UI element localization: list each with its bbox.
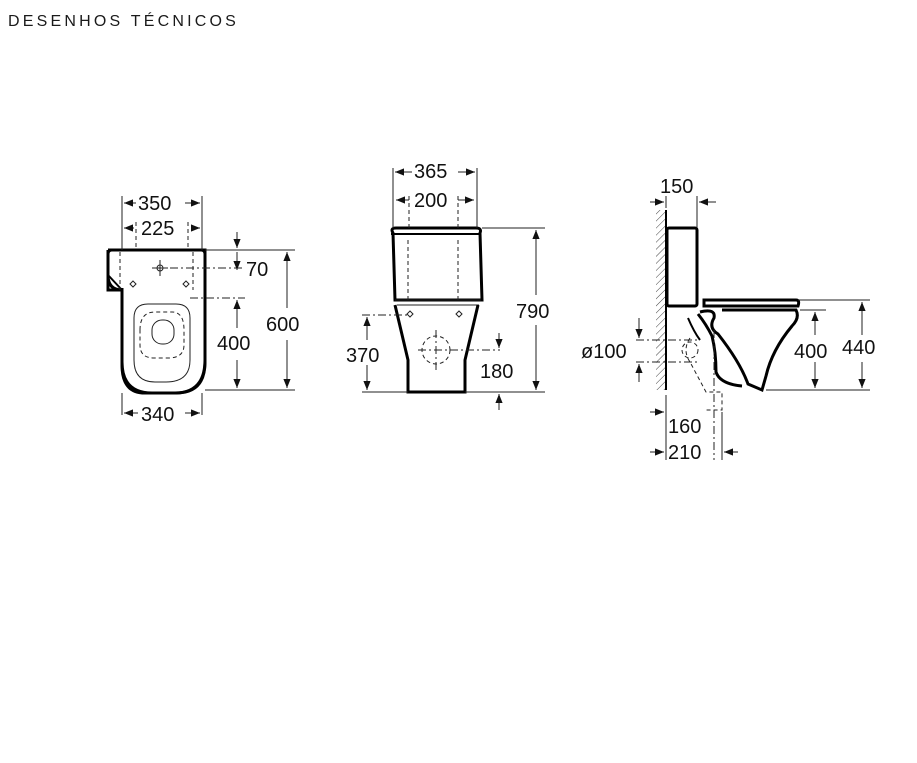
wall-hatch [656,210,666,390]
dim-depth: 600 [266,314,299,336]
dim-seat-height-inner: 400 [794,341,827,363]
dim-width-top: 350 [138,193,171,215]
pedestal-outline [393,304,480,394]
dim-outlet-center: 160 [668,416,701,438]
dim-wall-gap: 150 [660,176,693,198]
bowl-body [120,288,207,395]
dim-outlet-outer: 210 [668,442,701,464]
dim-cistern-inner: 200 [414,190,447,212]
dim-hole-spacing: 400 [217,333,250,355]
dim-total-height: 790 [516,301,549,323]
side-cistern [665,226,699,308]
page-title: DESENHOS TÉCNICOS [8,13,240,30]
dim-width-inner: 225 [141,218,174,240]
rear-view: 365 200 790 370 180 [346,161,549,410]
dim-outlet-height: 370 [346,345,379,367]
side-bowl [699,308,799,393]
cistern-outline [390,226,484,302]
dim-hole-offset: 70 [246,259,268,281]
seat-lid [702,298,801,308]
dim-outlet-diameter: ø100 [581,341,627,363]
seat-inner [133,303,191,383]
dim-cistern-width: 365 [414,161,447,183]
dim-outlet-offset: 180 [480,361,513,383]
dim-seat-height: 440 [842,337,875,359]
top-view: 350 225 340 70 400 600 [106,193,299,426]
dim-width-bottom: 340 [141,404,174,426]
side-view: 150 ø100 400 440 160 210 [581,176,875,464]
